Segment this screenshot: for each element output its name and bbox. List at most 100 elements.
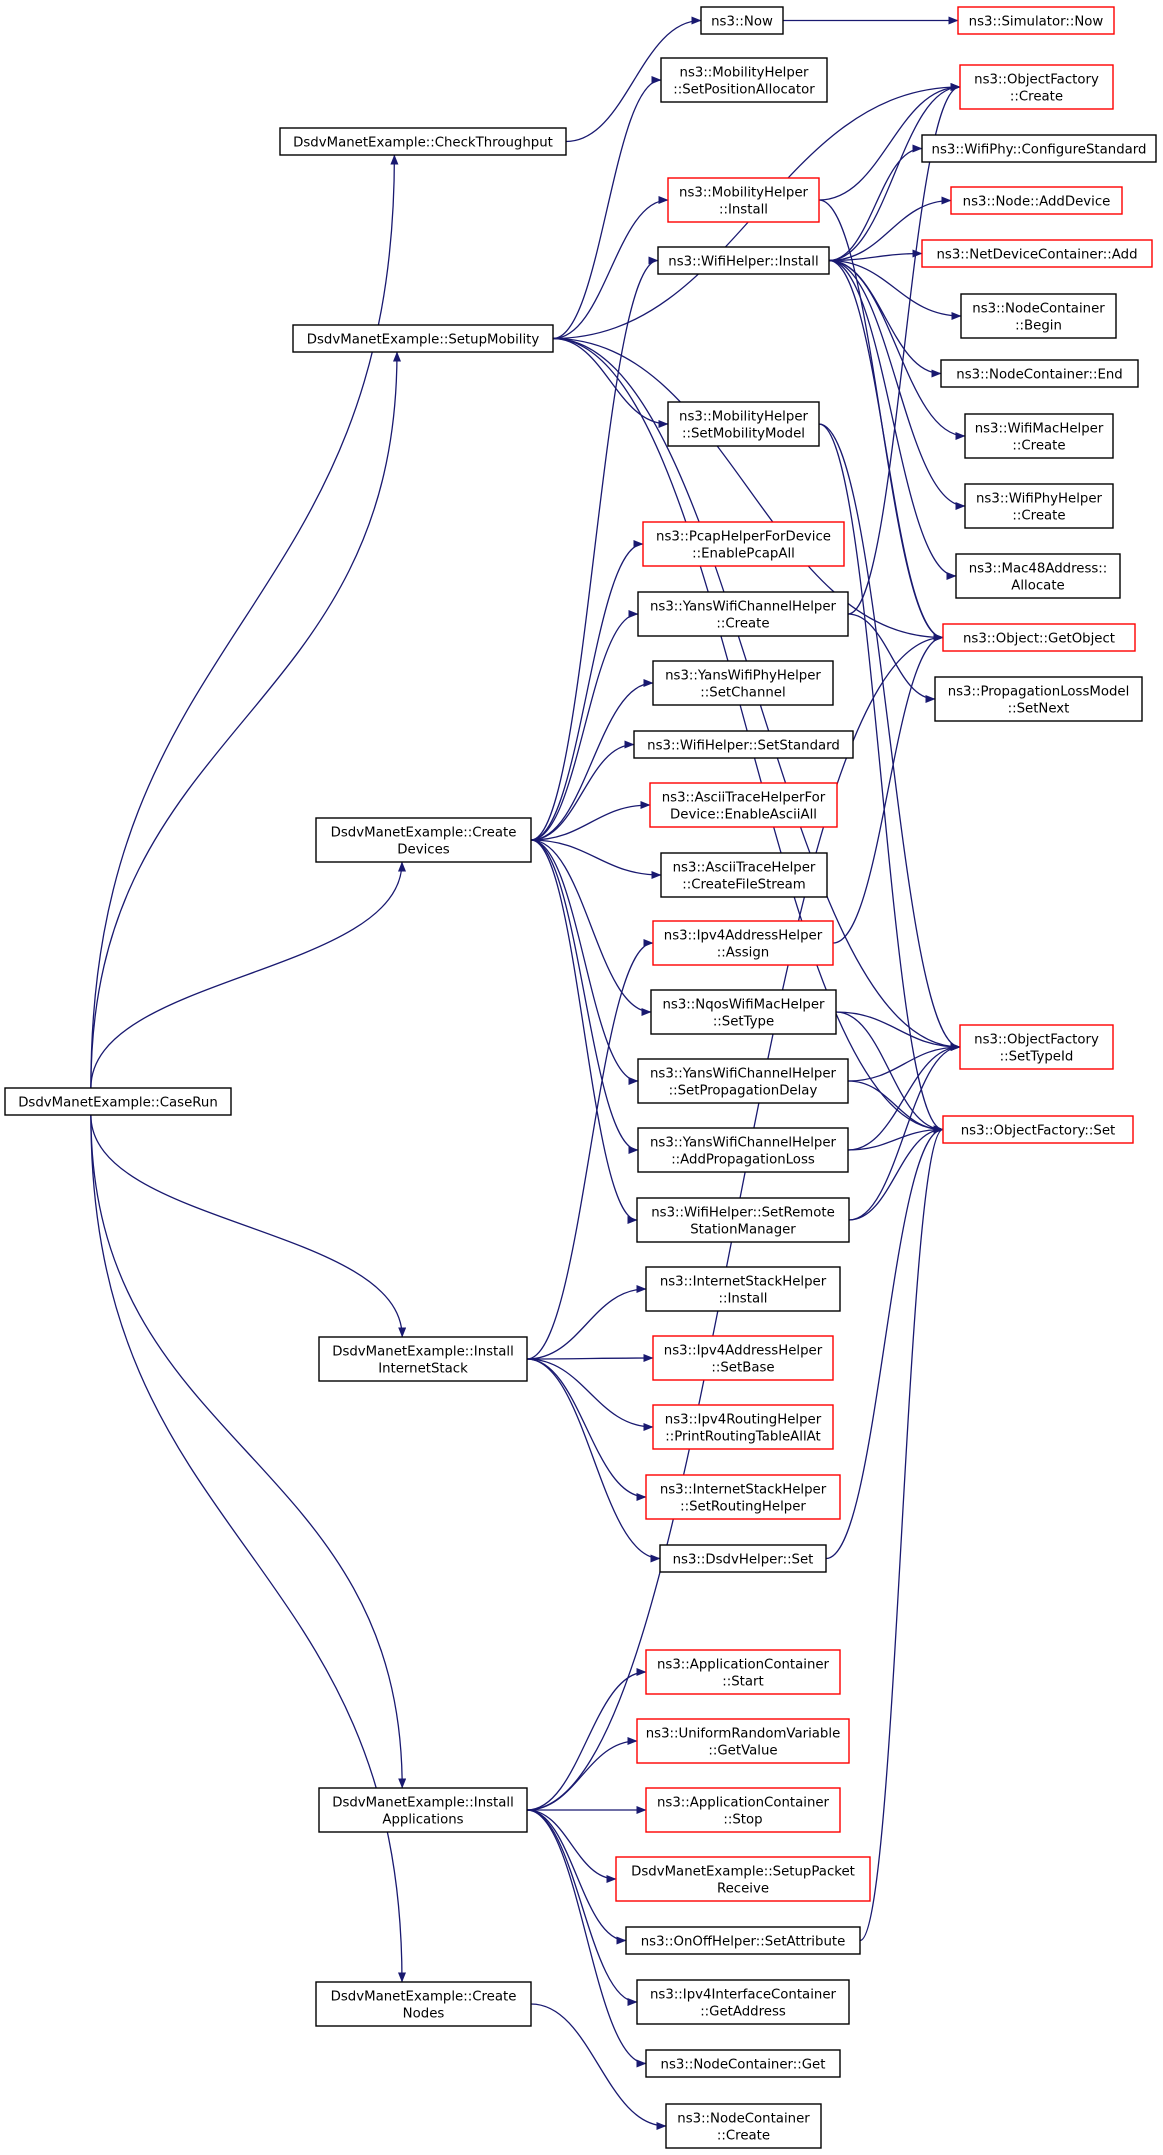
node-box bbox=[652, 1404, 834, 1450]
node-label-line: DsdvManetExample::Create bbox=[331, 1990, 517, 2005]
node-dsdvhelperset[interactable]: ns3::DsdvHelper::Set bbox=[659, 1544, 827, 1573]
node-wifisetstandard[interactable]: ns3::WifiHelper::SetStandard bbox=[633, 730, 854, 759]
edge-line bbox=[530, 839, 662, 879]
edge-line bbox=[818, 83, 961, 201]
node-box bbox=[636, 1718, 850, 1764]
edge-line bbox=[530, 256, 659, 841]
node-uniformgetvalue[interactable]: ns3::UniformRandomVariable::GetValue bbox=[636, 1718, 850, 1764]
node-setmobilitymodel[interactable]: ns3::MobilityHelper::SetMobilityModel bbox=[667, 401, 820, 447]
node-now[interactable]: ns3::Now bbox=[700, 6, 784, 35]
node-ipv4assign[interactable]: ns3::Ipv4AddressHelper::Assign bbox=[652, 920, 834, 966]
node-label-line: ns3::Simulator::Now bbox=[969, 15, 1104, 30]
node-box bbox=[645, 1474, 841, 1520]
node-mobilityinstall[interactable]: ns3::MobilityHelper::Install bbox=[667, 177, 820, 223]
node-checkthroughput[interactable]: DsdvManetExample::CheckThroughput bbox=[279, 127, 567, 156]
node-box bbox=[942, 1115, 1134, 1144]
edge-wifihelperinstall-to-objectgetobject bbox=[828, 259, 944, 642]
node-label-line: ns3::ObjectFactory bbox=[974, 73, 1099, 88]
edge-wifihelperinstall-to-nodecontainerbegin bbox=[828, 259, 962, 320]
edge-addpropagationloss-to-objectfactorysettypeid bbox=[847, 1043, 961, 1151]
node-label-line: ns3::Ipv4InterfaceContainer bbox=[650, 1988, 837, 2003]
edge-line bbox=[847, 1125, 944, 1151]
node-appcontainerstop[interactable]: ns3::ApplicationContainer::Stop bbox=[645, 1787, 841, 1833]
node-createfilestream[interactable]: ns3::AsciiTraceHelper::CreateFileStream bbox=[660, 852, 828, 898]
edge-line bbox=[828, 259, 966, 440]
node-ipv4interfacegetaddress[interactable]: ns3::Ipv4InterfaceContainer::GetAddress bbox=[636, 1979, 850, 2025]
node-label-line: ::Assign bbox=[717, 946, 769, 961]
node-wifiphyhelpercreate[interactable]: ns3::WifiPhyHelper::Create bbox=[964, 483, 1114, 529]
node-setpropagationdelay[interactable]: ns3::YansWifiChannelHelper::SetPropagati… bbox=[637, 1058, 849, 1104]
edge-setpropagationdelay-to-objectfactorysettypeid bbox=[847, 1043, 961, 1082]
node-box bbox=[642, 521, 845, 567]
node-label-line: ns3::YansWifiPhyHelper bbox=[665, 669, 821, 684]
node-addpropagationloss[interactable]: ns3::YansWifiChannelHelper::AddPropagati… bbox=[637, 1127, 849, 1173]
node-objectfactorysettypeid[interactable]: ns3::ObjectFactory::SetTypeId bbox=[959, 1024, 1114, 1070]
node-setpositionallocator[interactable]: ns3::MobilityHelper::SetPositionAllocato… bbox=[660, 57, 828, 103]
node-label-line: ::Create bbox=[1012, 509, 1065, 524]
node-label-line: Allocate bbox=[1011, 579, 1064, 594]
node-box bbox=[637, 1127, 849, 1173]
node-mac48allocate[interactable]: ns3::Mac48Address::Allocate bbox=[955, 553, 1121, 599]
node-setroutinghelper[interactable]: ns3::InternetStackHelper::SetRoutingHelp… bbox=[645, 1474, 841, 1520]
node-nodecontainercreate[interactable]: ns3::NodeContainer::Create bbox=[665, 2103, 822, 2149]
node-label-line: ::SetNext bbox=[1008, 702, 1070, 717]
node-enableasciiall[interactable]: ns3::AsciiTraceHelperForDevice::EnableAs… bbox=[649, 782, 838, 828]
edge-wifihelperinstall-to-mac48allocate bbox=[828, 259, 957, 580]
node-appcontainerstart[interactable]: ns3::ApplicationContainer::Start bbox=[645, 1649, 841, 1695]
edge-line bbox=[835, 1011, 961, 1051]
edge-wifihelperinstall-to-wifiphyhelpercreate bbox=[828, 259, 966, 510]
node-objectfactoryset[interactable]: ns3::ObjectFactory::Set bbox=[942, 1115, 1134, 1144]
node-yansphysetchannel[interactable]: ns3::YansWifiPhyHelper::SetChannel bbox=[652, 660, 834, 706]
node-label-line: ns3::Ipv4RoutingHelper bbox=[665, 1413, 822, 1428]
node-simulatornow[interactable]: ns3::Simulator::Now bbox=[957, 6, 1115, 35]
node-onoffsetattribute[interactable]: ns3::OnOffHelper::SetAttribute bbox=[625, 1926, 861, 1955]
node-label-line: ::Begin bbox=[1015, 319, 1062, 334]
node-label-line: ns3::Mac48Address:: bbox=[969, 562, 1108, 577]
node-box bbox=[636, 1979, 850, 2025]
node-label-line: DsdvManetExample::Install bbox=[332, 1345, 514, 1360]
node-setupmobility[interactable]: DsdvManetExample::SetupMobility bbox=[292, 324, 554, 353]
node-nodeadddevice[interactable]: ns3::Node::AddDevice bbox=[950, 186, 1123, 215]
edge-line bbox=[526, 1358, 654, 1431]
node-label-line: ns3::AsciiTraceHelperFor bbox=[662, 791, 826, 806]
edge-installinternetstack-to-internetstackinstall bbox=[526, 1285, 647, 1360]
node-wifihelperinstall[interactable]: ns3::WifiHelper::Install bbox=[657, 246, 830, 275]
node-label-line: ::Create bbox=[1010, 90, 1063, 105]
node-yanschannelcreate[interactable]: ns3::YansWifiChannelHelper::Create bbox=[637, 591, 849, 637]
edge-installapplications-to-onoffsetattribute bbox=[526, 1809, 627, 1945]
node-internetstackinstall[interactable]: ns3::InternetStackHelper::Install bbox=[645, 1266, 841, 1312]
node-label-line: ns3::UniformRandomVariable bbox=[646, 1727, 841, 1742]
node-nodecontainerend[interactable]: ns3::NodeContainer::End bbox=[940, 359, 1139, 388]
node-box bbox=[292, 324, 554, 353]
node-propagationsetnext[interactable]: ns3::PropagationLossModel::SetNext bbox=[934, 676, 1143, 722]
edge-yanschannelcreate-to-objectfactorycreate bbox=[847, 83, 961, 615]
node-wifimachelpercreate[interactable]: ns3::WifiMacHelper::Create bbox=[964, 413, 1114, 459]
node-label-line: ::Start bbox=[722, 1675, 763, 1690]
node-box bbox=[645, 1787, 841, 1833]
node-netdevicecontaineradd[interactable]: ns3::NetDeviceContainer::Add bbox=[921, 239, 1153, 268]
node-objectfactorycreate[interactable]: ns3::ObjectFactory::Create bbox=[959, 64, 1114, 110]
node-printroutingtableallat[interactable]: ns3::Ipv4RoutingHelper::PrintRoutingTabl… bbox=[652, 1404, 834, 1450]
node-objectgetobject[interactable]: ns3::Object::GetObject bbox=[942, 623, 1136, 652]
edge-createdevices-to-yanschannelcreate bbox=[530, 610, 639, 841]
node-label-line: ::SetMobilityModel bbox=[682, 427, 805, 442]
node-enablepcapall[interactable]: ns3::PcapHelperForDevice::EnablePcapAll bbox=[642, 521, 845, 567]
node-nqossettype[interactable]: ns3::NqosWifiMacHelper::SetType bbox=[650, 989, 837, 1035]
edge-line bbox=[530, 839, 638, 1224]
node-configurestandard[interactable]: ns3::WifiPhy::ConfigureStandard bbox=[921, 134, 1157, 163]
node-label-line: ns3::MobilityHelper bbox=[679, 186, 808, 201]
node-nodecontainerbegin[interactable]: ns3::NodeContainer::Begin bbox=[960, 293, 1117, 339]
node-label-line: ::AddPropagationLoss bbox=[671, 1153, 815, 1168]
node-box bbox=[959, 1024, 1114, 1070]
node-ipv4setbase[interactable]: ns3::Ipv4AddressHelper::SetBase bbox=[652, 1335, 834, 1381]
node-label-line: ::Install bbox=[719, 1292, 768, 1307]
node-label-line: ns3::PcapHelperForDevice bbox=[656, 530, 831, 545]
node-label-line: ns3::MobilityHelper bbox=[680, 66, 809, 81]
node-nodecontainerget[interactable]: ns3::NodeContainer::Get bbox=[645, 2049, 841, 2078]
